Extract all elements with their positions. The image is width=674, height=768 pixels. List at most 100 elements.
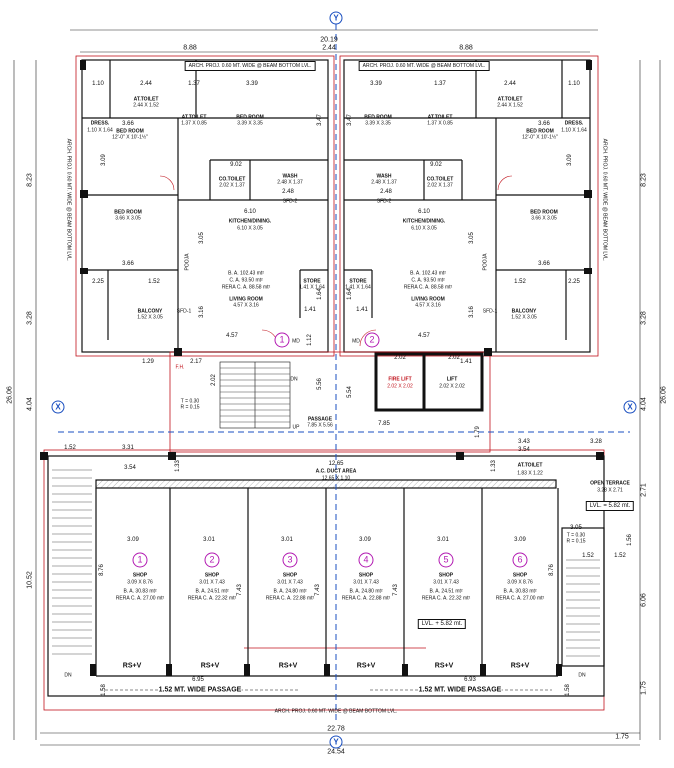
l-balcony-size: 1.52 X 3.05 [137,314,163,321]
dim-l-1-12: 1.12 [307,334,313,346]
l-balcony-label: BALCONY [137,308,163,315]
dim-l-1-41: 1.41 [304,307,316,313]
stair-treads [220,367,290,423]
shop-rera: RERA C. A. 22.32 mt² [187,595,237,602]
dim-l-2-25: 2.25 [92,279,104,285]
dim-r-3-09: 3.09 [567,154,573,166]
dim-l-3-66: 3.66 [122,121,134,127]
dim-6-93: 6.93 [464,677,476,683]
dim-l-1-10: 1.10 [92,81,104,87]
r-store-size: 1.41 X 1.64 [345,284,371,291]
shop-rera: RERA C. A. 27.00 mt² [495,595,545,602]
r-store-label: STORE [349,278,367,285]
lift-size: 2.02 X 2.02 [439,383,465,390]
r-pooja: POOJA [482,253,489,271]
dim-l-9-02: 9.02 [230,162,242,168]
shop-rera: RERA C. A. 27.00 mt² [115,595,165,602]
commercial-floor-walls [47,455,605,697]
rs-v-5: RS+V [434,662,454,670]
right-staircase [566,559,600,657]
dim-bottom-c: 1.75 [615,733,629,741]
shop-label: SHOP [132,572,148,579]
dim-r-1-37: 1.37 [434,81,446,87]
r-kitchen-size: 6.10 X 3.05 [411,225,437,232]
dim-left-h1: 8.23 [26,173,34,187]
dim-right-stair: 6.06 [640,593,648,607]
dim-left-lower: 10.52 [26,571,34,589]
dimension-lines [13,29,661,746]
dim-7-43-c: 7.43 [393,584,399,596]
dim-7-85: 7.85 [378,421,390,427]
axis-y-bottom: Y [329,735,343,749]
l-co-toilet-size: 2.02 X 1.37 [219,182,245,189]
dim-r-9-02: 9.02 [430,162,442,168]
r-living-size: 4.57 X 3.16 [415,302,441,309]
dim-r-2-25: 2.25 [568,279,580,285]
dim-l-2-44: 2.44 [140,81,152,87]
dim-right-h2: 3.28 [640,311,648,325]
dim-3-43: 3.43 [518,439,530,445]
l-rera: RERA C. A. 88.58 mt² [221,284,271,291]
dim-r-4-57: 4.57 [418,333,430,339]
dim-1-58-r: 1.58 [565,684,571,696]
shop-size: 3.01 X 7.43 [277,579,303,586]
dim-1-56: 1.56 [627,534,633,546]
rs-v-4: RS+V [356,662,376,670]
shop-level: LVL. + 5.82 mt. [417,619,467,629]
dim-1-52-stair-b: 1.52 [614,553,626,559]
r-stair-note-r: R = 0.15 [566,538,586,545]
dim-l-4-57: 4.57 [226,333,238,339]
dim-1-58-l: 1.58 [101,684,107,696]
r-dress-size: 1.10 X 1.64 [561,127,587,134]
r-md: MD [352,338,360,345]
dim-3-47-right: 3.47 [347,114,353,126]
l-wash-label: WASH [282,173,298,180]
dim-1-33-l: 1.33 [175,460,181,472]
dim-l-6-10: 6.10 [244,209,256,215]
shop-width: 3.09 [359,537,371,543]
fire-lift-label: FIRE LIFT [388,376,412,383]
dim-r-2-44: 2.44 [504,81,516,87]
dim-r-3-66: 3.66 [538,121,550,127]
shop-size: 3.09 X 8.76 [507,579,533,586]
passage-size: 7.85 X 5.56 [307,422,333,429]
structural-columns [40,60,604,676]
l-md: MD [292,338,300,345]
shop-toilet-size: 1.83 X 1.22 [517,470,543,477]
r-at-toilet-label: AT.TOILET [427,114,453,121]
r-co-toilet-size: 2.02 X 1.37 [427,182,453,189]
arch-note-bottom: ARCH. PROJ. 0.60 MT. WIDE @ BEAM BOTTOM … [274,708,398,715]
arch-note-top-right: ARCH. PROJ. 0.60 MT. WIDE @ BEAM BOTTOM … [358,61,490,71]
shop-number: 5 [438,552,454,568]
r-at-toilet-size: 1.37 X 0.85 [427,120,453,127]
l-dress-size: 1.10 X 1.64 [87,127,113,134]
l-bed-room-size-2: 12'-0" X 10'-1½" [112,134,148,141]
l-ba: B. A. 102.43 mt² [228,270,264,277]
dim-8-76-l: 8.76 [99,564,105,576]
r-sfd2: SFD-2 [376,198,392,205]
lift-label: LIFT [446,376,458,383]
shop-width: 3.01 [281,537,293,543]
r-bed-room-label-1: BED ROOM [364,114,392,121]
l-bed-room-label-1: BED ROOM [236,114,264,121]
r-sfd1: SFD-1 [482,308,498,315]
dim-2-02-l: 2.02 [448,355,460,361]
dim-r-6-10: 6.10 [418,209,430,215]
shop-ba: B. A. 30.83 mt² [123,588,157,595]
stair-note-t: T = 0.30 [180,398,200,405]
r-bed-room-size-2: 12'-0" X 10'-1½" [522,134,558,141]
shop-width: 3.01 [437,537,449,543]
rs-v-3: RS+V [278,662,298,670]
shop-width: 3.01 [203,537,215,543]
dim-r-3-05: 3.05 [469,232,475,244]
wide-passage-right: 1.52 MT. WIDE PASSAGE [418,686,502,694]
rs-v-2: RS+V [200,662,220,670]
l-at-toilet-label: AT.TOILET [133,96,159,103]
open-terrace-size: 3.28 X 2.71 [597,487,623,494]
passage-label: PASSAGE [307,416,333,423]
dim-1-52-com: 1.52 [64,445,76,451]
shop-ba: B. A. 24.80 mt² [273,588,307,595]
axis-x-right: X [623,400,637,414]
wide-passage-left: 1.52 MT. WIDE PASSAGE [158,686,242,694]
